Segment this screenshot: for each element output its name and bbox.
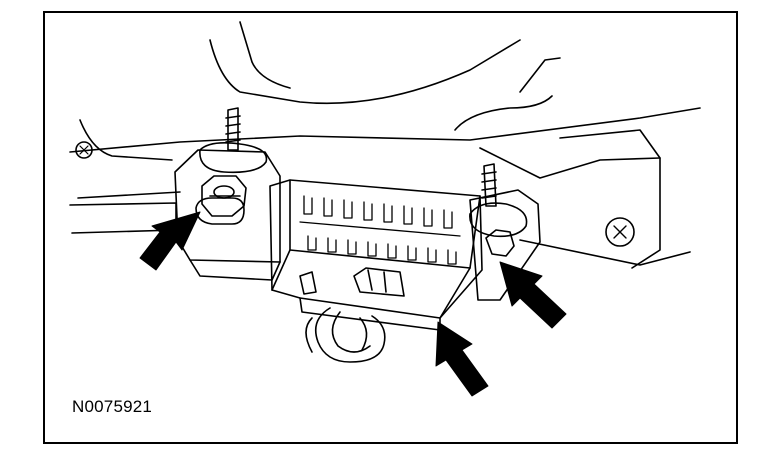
arrow-bottom-connector-icon	[435, 321, 489, 397]
arrow-right-bolt-icon	[499, 261, 567, 329]
connector-pins-top-row	[299, 195, 461, 237]
arrow-left-bolt-icon	[139, 211, 201, 271]
wiring-harness	[305, 307, 386, 363]
connector-latch	[299, 267, 405, 297]
right-nut	[485, 229, 515, 257]
panel-screw-left	[75, 141, 93, 159]
left-stud-bolt	[199, 107, 268, 174]
panel-screw-right	[605, 217, 635, 247]
dash-panel	[69, 21, 701, 269]
connector-pins-bottom-row	[307, 235, 457, 265]
right-bracket	[469, 189, 541, 301]
right-stud-bolt	[469, 163, 528, 238]
figure-id-label: N0075921	[72, 397, 153, 416]
left-nut	[201, 175, 247, 217]
